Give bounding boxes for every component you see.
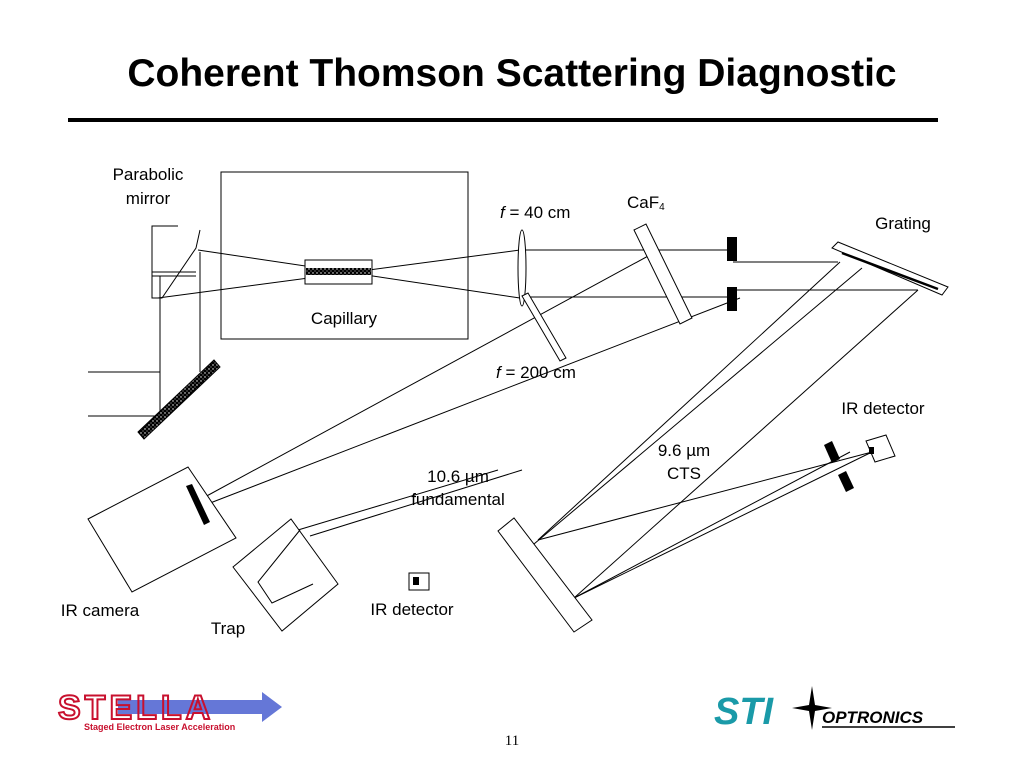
ir-detector-right-sensor [869, 447, 874, 454]
sti-optronics-text: OPTRONICS [822, 708, 924, 727]
aperture-top [727, 237, 737, 261]
parabolic-mirror [151, 225, 201, 299]
beam-paths [88, 249, 919, 599]
detector-block-bottom [838, 471, 854, 492]
aperture-bottom [727, 287, 737, 311]
ir-detector-right [865, 434, 896, 463]
ir-detector-bottom-sensor [413, 577, 419, 585]
trap-inner [257, 529, 314, 604]
label-fundamental-line2: fundamental [411, 490, 505, 509]
label-ir-camera: IR camera [61, 601, 140, 620]
stella-wordmark: STELLA [58, 689, 214, 727]
detector-block-top [824, 441, 840, 463]
capillary-core [306, 268, 371, 275]
caf4-window [633, 223, 693, 325]
ir-camera [87, 466, 237, 593]
lens-200cm [521, 292, 567, 362]
title-underline [68, 118, 938, 122]
label-cts-line1: 9.6 µm [658, 441, 710, 460]
lens-40cm [517, 229, 527, 307]
sti-star-icon [792, 686, 832, 730]
label-fundamental-line1: 10.6 µm [427, 467, 489, 486]
focusing-mirror [497, 517, 593, 633]
label-parabolic-line1: Parabolic [113, 165, 184, 184]
capillary-chamber [220, 171, 469, 340]
label-parabolic-line2: mirror [126, 189, 171, 208]
label-ir-detector-bottom: IR detector [370, 600, 453, 619]
label-lens-200cm: f = 200 cm [496, 363, 576, 382]
ir-camera-sensor [186, 484, 210, 525]
label-trap: Trap [211, 619, 245, 638]
stella-logo: STELLA Staged Electron Laser Acceleratio… [57, 688, 282, 732]
sti-wordmark: STI [714, 691, 775, 733]
grating-surface [841, 251, 939, 291]
sti-optronics-logo: STI OPTRONICS [714, 686, 955, 733]
label-cts-line2: CTS [667, 464, 701, 483]
label-grating: Grating [875, 214, 931, 233]
label-caf4: CaF4 [627, 193, 665, 213]
label-lens-40cm: f = 40 cm [500, 203, 570, 222]
stella-tagline: Staged Electron Laser Acceleration [84, 722, 235, 732]
slide-title: Coherent Thomson Scattering Diagnostic [127, 52, 897, 95]
label-capillary: Capillary [311, 309, 378, 328]
label-ir-detector-right: IR detector [841, 399, 924, 418]
trap [232, 518, 339, 632]
fold-mirror [137, 359, 221, 440]
stella-arrow-icon [118, 692, 282, 722]
page-number: 11 [504, 733, 520, 749]
